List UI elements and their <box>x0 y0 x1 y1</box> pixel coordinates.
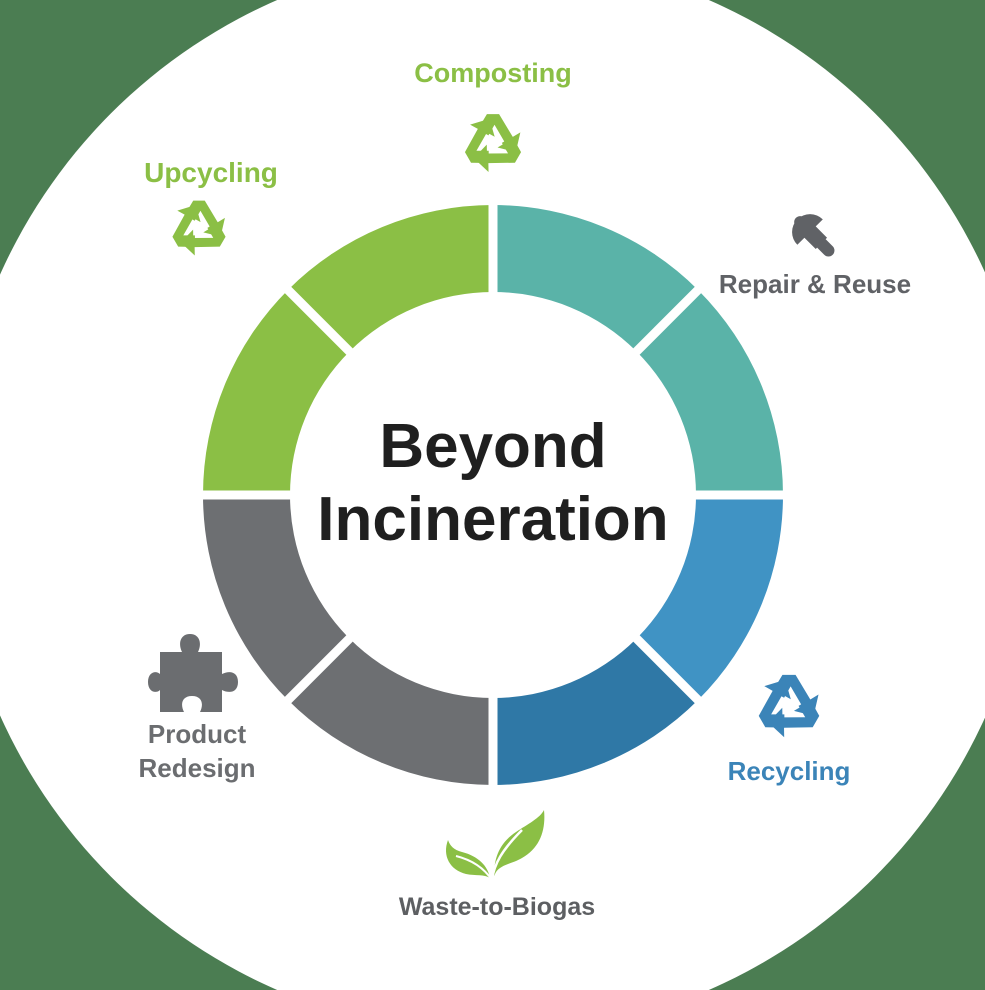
label-composting: Composting <box>414 58 571 88</box>
label-repair-reuse: Repair & Reuse <box>719 269 911 299</box>
ring-segment-green-1 <box>203 289 350 495</box>
leaf-icon <box>446 810 545 881</box>
label-upcycling: Upcycling <box>144 157 278 188</box>
ring-segment-gray-2 <box>203 495 350 701</box>
ring-segment-green-2 <box>287 205 493 352</box>
puzzle-icon <box>148 634 238 712</box>
ring-segment-gray-1 <box>287 638 493 785</box>
wrench-icon <box>792 214 835 257</box>
ring-separator <box>281 632 356 707</box>
ring-segment-blue-1 <box>636 495 783 701</box>
ring-segment-blue-2 <box>493 638 699 785</box>
ring-separator <box>630 283 705 358</box>
label-product: Product <box>148 719 247 749</box>
label-recycling: Recycling <box>728 756 851 786</box>
ring-separator <box>630 632 705 707</box>
ring-separator <box>281 283 356 358</box>
ring-segment-teal-1 <box>493 205 699 352</box>
center-title-line2: Incineration <box>317 485 668 554</box>
cycle-ring <box>199 201 787 789</box>
label-waste-to-biogas: Waste-to-Biogas <box>399 893 595 921</box>
center-title-line1: Beyond <box>379 412 606 481</box>
ring-segment-teal-2 <box>636 289 783 495</box>
label-redesign: Redesign <box>138 753 255 783</box>
